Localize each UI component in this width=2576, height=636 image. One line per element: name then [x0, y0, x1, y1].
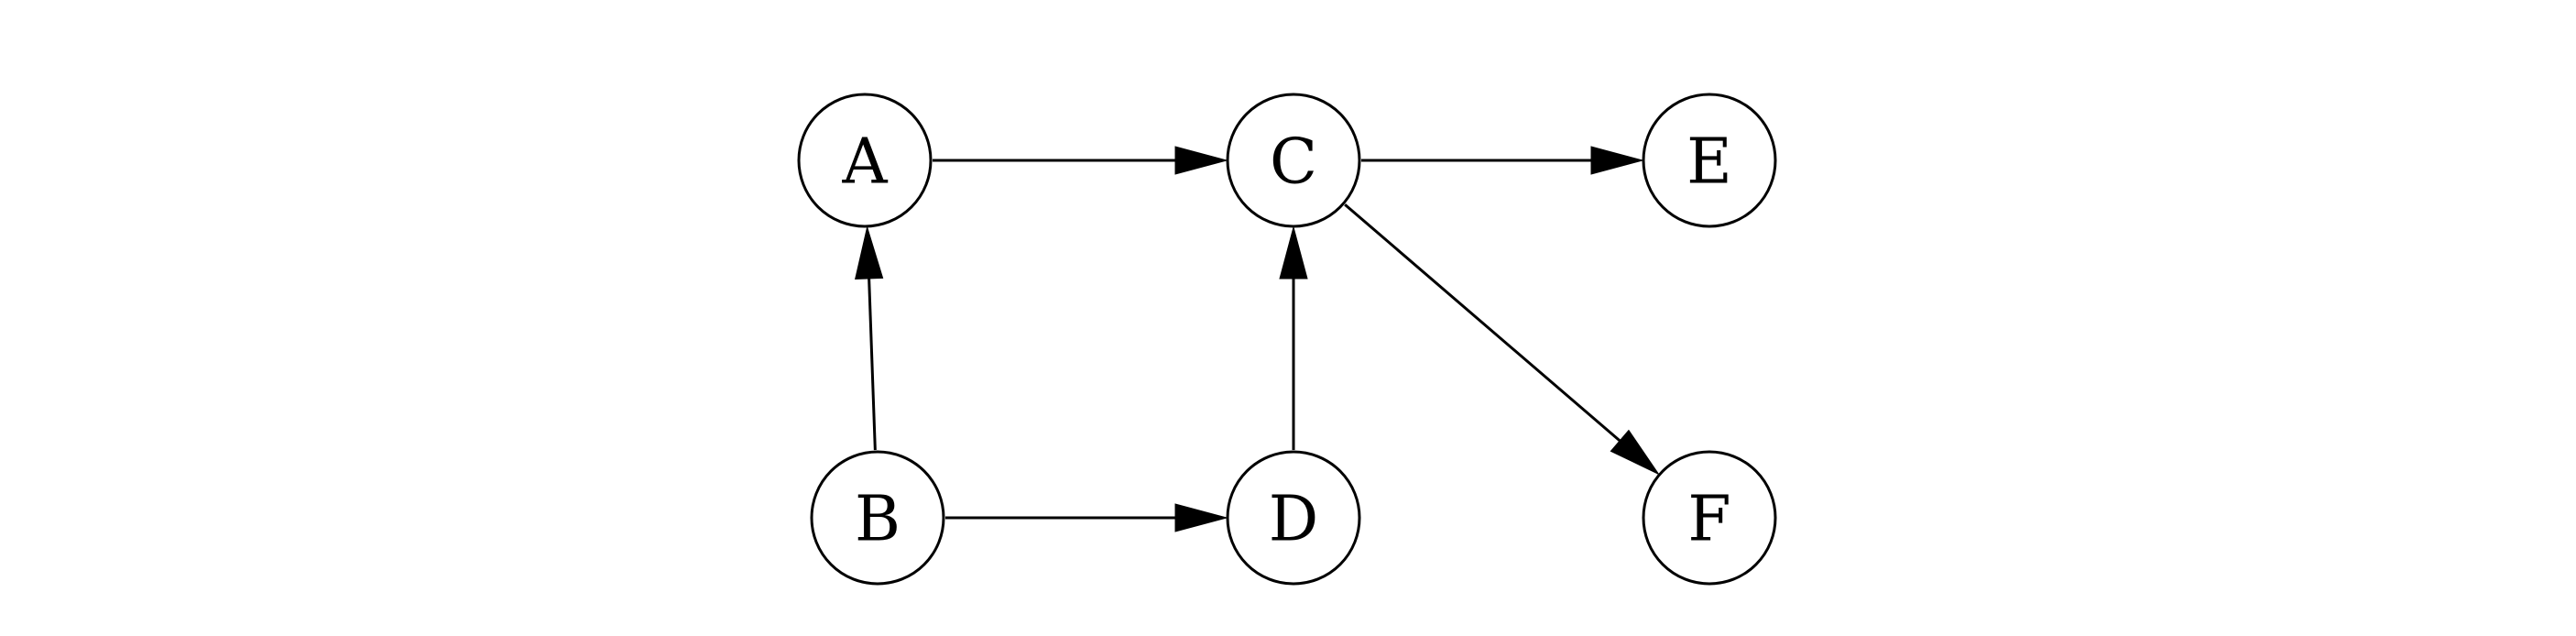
arrow-head-icon [1610, 429, 1661, 476]
edge-a-to-c [933, 146, 1228, 175]
arrow-head-icon [855, 225, 884, 280]
edges-layer [855, 146, 1661, 532]
node-label: C [1270, 126, 1317, 199]
node-circle [1642, 450, 1777, 586]
node-label: A [841, 126, 888, 199]
node-d: D [1226, 450, 1361, 586]
node-circle [797, 93, 933, 228]
node-e: E [1642, 93, 1777, 228]
arrow-head-icon [1174, 503, 1228, 532]
edge-b-to-d [945, 503, 1228, 532]
edge-d-to-c [1279, 225, 1308, 450]
node-label: E [1686, 126, 1732, 199]
node-label: B [855, 484, 901, 556]
node-b: B [810, 450, 945, 586]
node-circle [810, 450, 945, 586]
node-a: A [797, 93, 933, 228]
node-circle [1226, 450, 1361, 586]
edge-c-to-f [1344, 203, 1661, 476]
edge-line [867, 274, 877, 451]
nodes-layer: A B C D E F [797, 93, 1777, 586]
node-label: F [1687, 484, 1730, 556]
node-circle [1226, 93, 1361, 228]
node-circle [1642, 93, 1777, 228]
arrow-head-icon [1279, 225, 1308, 280]
edge-c-to-e [1361, 146, 1644, 175]
arrow-head-icon [1174, 146, 1228, 175]
edge-line [1344, 203, 1624, 444]
edge-b-to-a [855, 225, 884, 451]
arrow-head-icon [1590, 146, 1644, 175]
node-c: C [1226, 93, 1361, 228]
node-label: D [1269, 484, 1319, 556]
node-f: F [1642, 450, 1777, 586]
